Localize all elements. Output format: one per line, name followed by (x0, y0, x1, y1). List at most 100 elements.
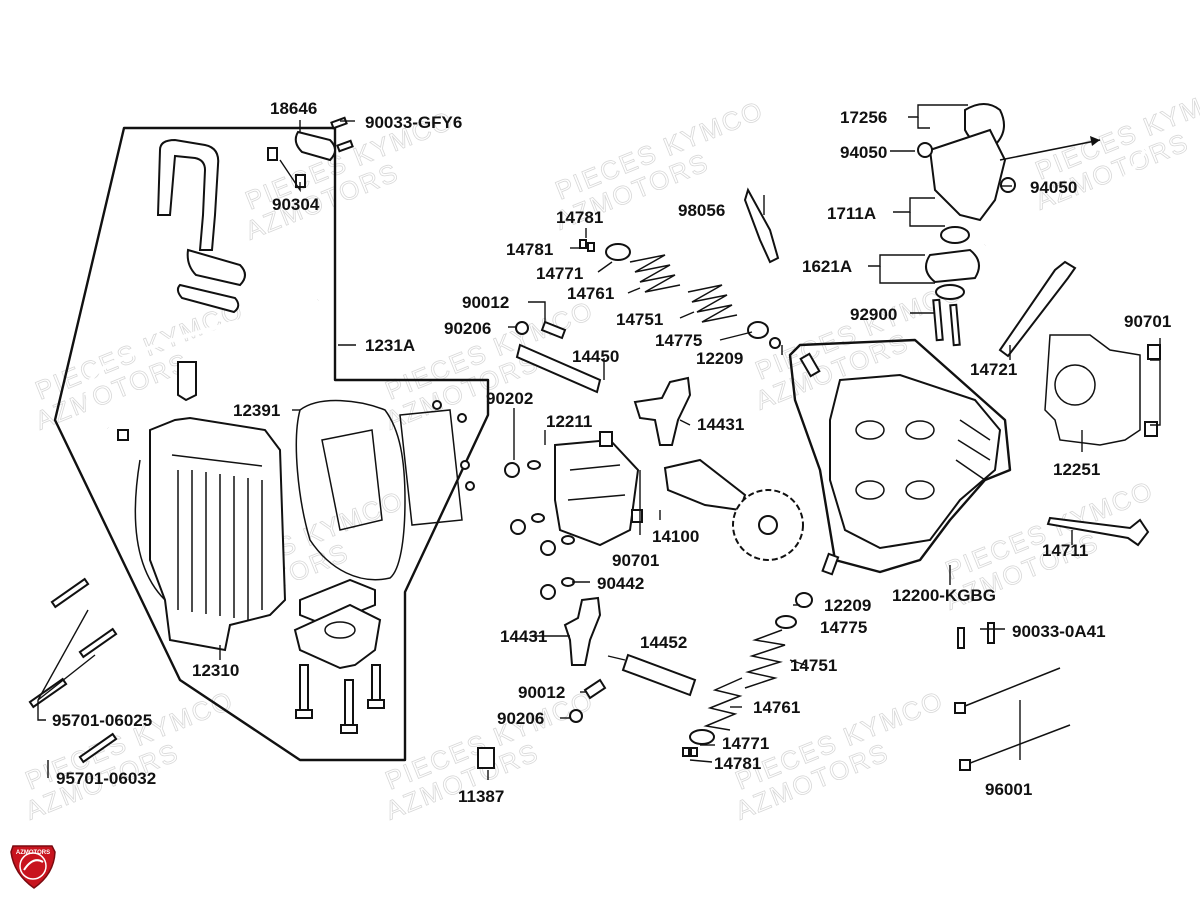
part-labels: 18646 90033-GFY6 90304 1231A 12391 12310… (52, 99, 1171, 806)
label-14431-lower: 14431 (500, 627, 547, 646)
label-90304: 90304 (272, 195, 320, 214)
spring-14751-lower (744, 629, 786, 689)
seal-14775-upper (747, 321, 769, 339)
label-94050-b: 94050 (1030, 178, 1077, 197)
breather-flange (186, 248, 246, 287)
hose-clip (117, 429, 129, 441)
gasket-plate-right (399, 409, 463, 526)
leader-lines-right (868, 104, 1161, 760)
label-14721: 14721 (970, 360, 1017, 379)
nuts-90202 (504, 462, 556, 600)
label-14771-upper: 14771 (536, 264, 583, 283)
valve-14711 (1046, 516, 1150, 547)
breather-pipe (156, 138, 220, 251)
rocker-arm-14431-upper (633, 376, 692, 446)
label-90012-lower: 90012 (518, 683, 565, 702)
head-gasket-12251 (1044, 334, 1141, 446)
adjuster-screw-90012-lower (583, 678, 607, 700)
label-90206-upper: 90206 (444, 319, 491, 338)
label-12209-upper: 12209 (696, 349, 743, 368)
studs-92900 (932, 298, 961, 347)
dowel-90701-right-a (1147, 344, 1161, 360)
spring-14761-lower (703, 677, 743, 731)
insulator-1621A (925, 248, 980, 284)
stud-bottom (821, 552, 840, 576)
label-12310: 12310 (192, 661, 239, 680)
hose-arrow (999, 139, 1101, 161)
group-outline-1231A (53, 126, 490, 762)
label-17256: 17256 (840, 108, 887, 127)
head-cover-rim (134, 459, 166, 601)
long-studs-96001 (954, 667, 1071, 771)
cover-bolts (295, 664, 385, 734)
label-95701-06025: 95701-06025 (52, 711, 152, 730)
gasket-inner-plate (321, 429, 383, 531)
label-90701-center: 90701 (612, 551, 659, 570)
camshaft-holder-12211 (554, 438, 640, 547)
logo-text: AZMOTORS (16, 850, 50, 856)
label-14711: 14711 (1042, 541, 1088, 560)
label-90206-lower: 90206 (497, 709, 544, 728)
dowel-90701-center (599, 431, 613, 447)
label-14452: 14452 (640, 633, 687, 652)
group-outline-12200-KGBG (788, 338, 1012, 574)
label-14751-lower: 14751 (790, 656, 837, 675)
hose-elbow (177, 361, 197, 402)
nut-94050-a (917, 142, 933, 158)
rocker-shaft-14450 (515, 343, 602, 394)
leader-lines-center (487, 195, 806, 780)
bolts-90033-0A41 (957, 622, 995, 649)
collets-14781-lower (682, 747, 698, 757)
label-90033-0A41: 90033-0A41 (1012, 622, 1106, 641)
cylinder-head-group (788, 103, 1161, 771)
spring-retainer-14771-upper (605, 243, 631, 261)
label-14781-lower: 14781 (714, 754, 761, 773)
oring-1711A (940, 226, 970, 244)
label-12211: 12211 (546, 412, 592, 431)
bracket-plate-lower (293, 603, 382, 670)
label-14761-lower: 14761 (753, 698, 800, 717)
label-90033-GFY6: 90033-GFY6 (365, 113, 462, 132)
head-cover-12310 (149, 416, 287, 652)
label-14100: 14100 (652, 527, 699, 546)
camshaft-14100 (663, 458, 747, 512)
gasket-18646 (294, 130, 336, 162)
rocker-arm-14431-lower (563, 596, 602, 666)
gasket-bolts (432, 400, 475, 491)
head-cover-ribs (171, 454, 263, 620)
seat-12209-lower (795, 592, 813, 608)
label-1231A: 1231A (365, 336, 415, 355)
label-90442: 90442 (597, 574, 644, 593)
label-12200-KGBG: 12200-KGBG (892, 586, 996, 605)
label-18646: 18646 (270, 99, 317, 118)
rocker-shaft-14452 (621, 653, 697, 697)
label-14761-upper: 14761 (567, 284, 614, 303)
label-90701-right: 90701 (1124, 312, 1171, 331)
azmotors-logo: AZMOTORS (10, 845, 56, 889)
label-92900: 92900 (850, 305, 897, 324)
dowel-90701-lower (631, 509, 643, 523)
label-14775-upper: 14775 (655, 331, 702, 350)
collets-14781-upper (579, 239, 595, 252)
label-14781-a: 14781 (556, 208, 603, 227)
spring-14761-upper (629, 254, 681, 293)
label-14431-upper: 14431 (697, 415, 744, 434)
adjuster-screw-90012-upper (540, 320, 567, 340)
nut-90206-lower (569, 709, 583, 723)
label-14751-upper: 14751 (616, 310, 663, 329)
label-1621A: 1621A (802, 257, 852, 276)
label-95701-06032: 95701-06032 (56, 769, 156, 788)
washers-90442 (527, 460, 575, 587)
bracket-plate-upper (299, 578, 376, 627)
valvetrain-group (477, 187, 813, 769)
label-90202: 90202 (486, 389, 533, 408)
seal-14775-lower (775, 615, 797, 629)
cylinder-head-12200-KGBG (829, 373, 1002, 550)
seat-12209-upper (769, 337, 781, 349)
dowel-90701-right-b (1144, 421, 1158, 437)
label-14775-lower: 14775 (820, 618, 867, 637)
spark-plug-98056 (743, 187, 780, 264)
label-11387: 11387 (458, 787, 504, 806)
valve-14721 (998, 260, 1077, 358)
